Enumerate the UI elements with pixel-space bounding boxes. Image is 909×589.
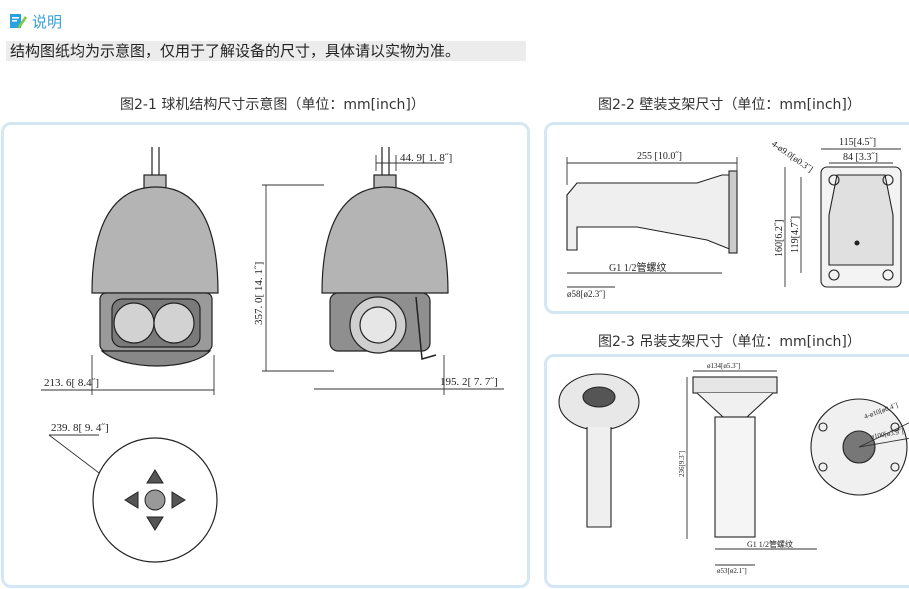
fig2-dim-thread: G1 1/2管螺纹 bbox=[609, 261, 667, 274]
fig3-dim-height: 236[9.3˝] bbox=[678, 451, 686, 477]
fig1-dim-top: 44. 9[ 1. 8˝] bbox=[400, 152, 452, 164]
fig3-dim-pipe-d: ø53[ø2.1˝] bbox=[717, 567, 747, 575]
fig1-panel: 213. 6[ 8.4˝] 357. 0[ 14. 1˝] 44. 9[ 1. … bbox=[1, 122, 530, 588]
fig2-caption: 图2-2 壁装支架尺寸（单位：mm[inch]） bbox=[598, 97, 861, 113]
fig2-dim-inner-w: 84 [3.3˝] bbox=[843, 152, 878, 163]
fig2-dim-pipe: ø58[ø2.3˝] bbox=[567, 289, 605, 299]
fig2-dim-outer-h: 160[6.2˝] bbox=[774, 220, 785, 258]
ceiling-mount-drawing: ø134[ø5.3˝] 236[9.3˝] G1 1/2管螺纹 ø53[ø2.1… bbox=[558, 362, 909, 575]
fig3-panel: ø134[ø5.3˝] 236[9.3˝] G1 1/2管螺纹 ø53[ø2.1… bbox=[544, 354, 909, 588]
note-title: 说明 bbox=[32, 12, 63, 31]
fig3-dim-thread: G1 1/2管螺纹 bbox=[747, 539, 793, 549]
fig2-dim-inner-h: 119[4.7˝] bbox=[790, 216, 801, 253]
fig1-dim-diameter: 239. 8[ 9. 4˝] bbox=[51, 422, 109, 434]
note-text: 结构图纸均为示意图，仅用于了解设备的尺寸，具体请以实物为准。 bbox=[6, 41, 526, 61]
fig2-dim-outer-w: 115[4.5˝] bbox=[839, 137, 876, 148]
note-header: 说明 bbox=[8, 10, 62, 32]
fig1-dim-depth: 195. 2[ 7. 7˝] bbox=[440, 376, 498, 388]
fig3-dim-top-d: ø134[ø5.3˝] bbox=[707, 362, 740, 370]
fig1-dim-height: 357. 0[ 14. 1˝] bbox=[253, 262, 265, 325]
dome-camera-drawing: 213. 6[ 8.4˝] 357. 0[ 14. 1˝] 44. 9[ 1. … bbox=[41, 147, 504, 563]
edit-note-icon bbox=[10, 14, 27, 29]
fig2-dim-holes: 4-ø9.0[ø0.3˝] bbox=[770, 138, 815, 174]
fig2-dim-length: 255 [10.0˝] bbox=[637, 151, 682, 162]
fig2-panel: 255 [10.0˝] G1 1/2管螺纹 ø58[ø2.3˝] 4-ø9.0[… bbox=[544, 122, 909, 314]
fig3-caption: 图2-3 吊装支架尺寸（单位：mm[inch]） bbox=[598, 334, 861, 350]
wall-mount-drawing: 255 [10.0˝] G1 1/2管螺纹 ø58[ø2.3˝] 4-ø9.0[… bbox=[566, 137, 902, 299]
fig1-caption: 图2-1 球机结构尺寸示意图（单位：mm[inch]） bbox=[120, 97, 425, 113]
fig1-dim-width: 213. 6[ 8.4˝] bbox=[44, 377, 99, 389]
